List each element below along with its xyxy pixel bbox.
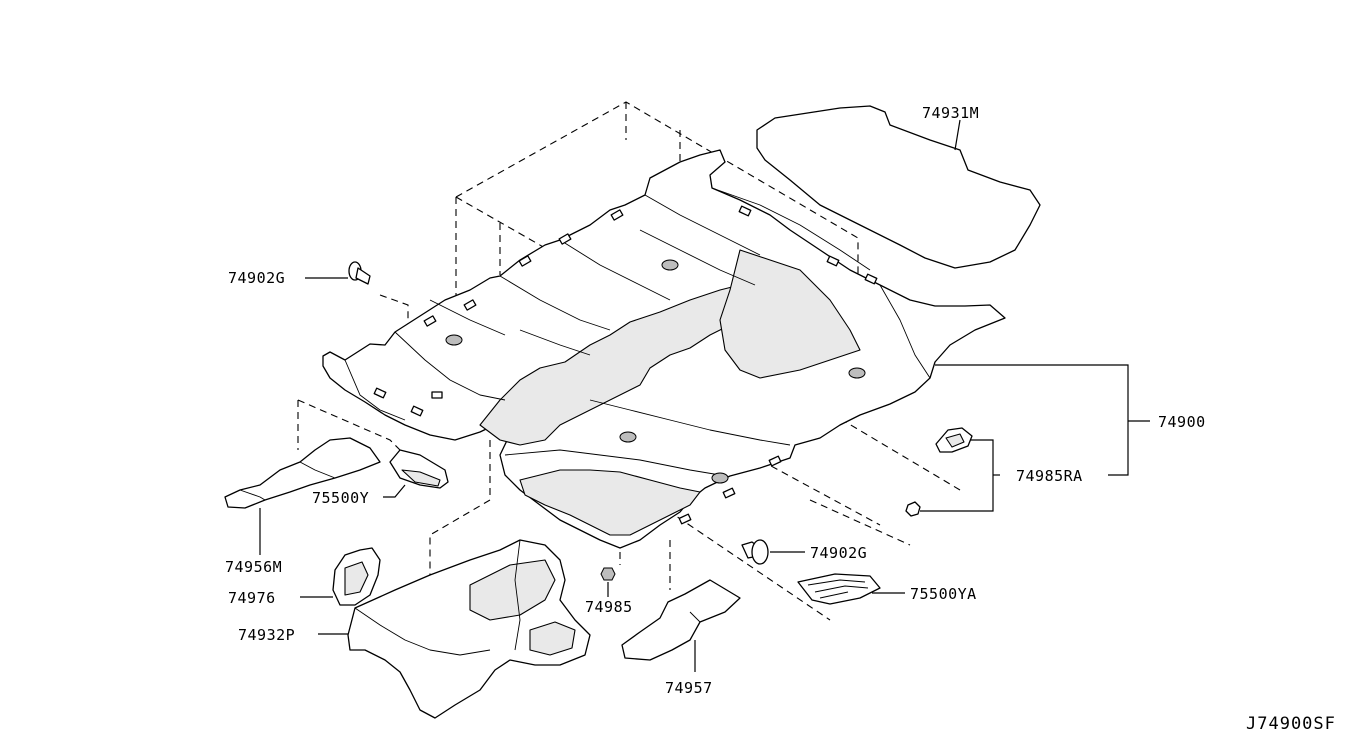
clip-74902G-top — [348, 261, 371, 285]
label-75500YA: 75500YA — [910, 585, 977, 603]
label-74976: 74976 — [228, 589, 276, 607]
floor-carpet-assembly-74900 — [322, 149, 1006, 549]
insulator-74957 — [621, 579, 741, 661]
leader-lines — [259, 119, 1150, 672]
clip-74985RA — [905, 427, 973, 517]
rear-floor-mat-74931M — [756, 105, 1041, 269]
pad-75500Y — [389, 449, 449, 489]
label-74902G-bottom: 74902G — [810, 544, 867, 562]
label-74931M: 74931M — [922, 104, 979, 122]
label-74932P: 74932P — [238, 626, 295, 644]
label-74985: 74985 — [585, 598, 633, 616]
insulator-74956M — [224, 437, 381, 509]
label-75500Y: 75500Y — [312, 489, 369, 507]
diagram-code: J74900SF — [1246, 714, 1336, 734]
bracket-74976 — [332, 547, 381, 606]
label-74985RA: 74985RA — [1016, 467, 1083, 485]
pad-75500YA — [797, 573, 881, 605]
insulator-74932P — [347, 539, 591, 719]
label-74902G-top: 74902G — [228, 269, 285, 287]
nut-74985 — [600, 567, 616, 581]
part-labels: 74931M 74902G 74900 74985RA 75500Y 74956… — [225, 104, 1336, 734]
label-74900: 74900 — [1158, 413, 1206, 431]
label-74956M: 74956M — [225, 558, 282, 576]
clip-74902G-bottom — [741, 539, 769, 565]
label-74957: 74957 — [665, 679, 713, 697]
